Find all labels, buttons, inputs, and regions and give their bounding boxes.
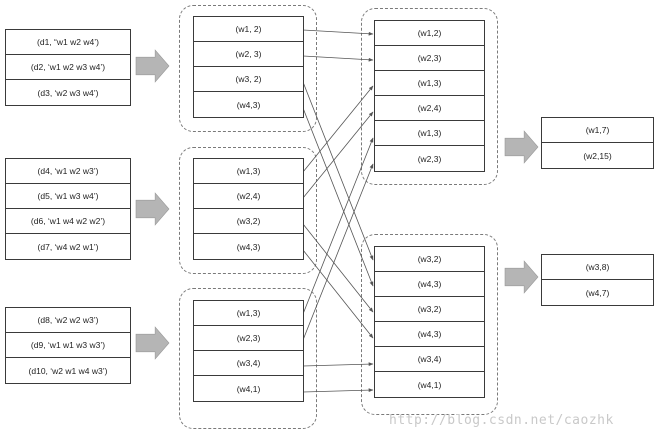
shuffled-pair: (w4,3) bbox=[375, 272, 484, 297]
map-pair: (w3,2) bbox=[194, 209, 303, 234]
shuffled-pair: (w2,3) bbox=[375, 46, 484, 71]
map-group-3-outline bbox=[179, 288, 317, 429]
map-pair: (w2,3) bbox=[194, 326, 303, 351]
document-entry: (d8, ‘w2 w2 w3’) bbox=[6, 308, 130, 333]
shuffled-pair: (w3,2) bbox=[375, 247, 484, 272]
shuffled-pair: (w2,3) bbox=[417, 153, 442, 164]
map-step-arrow-1 bbox=[135, 49, 170, 83]
shuffled-pair: (w3,2) bbox=[375, 297, 484, 322]
shuffled-pair: (w2,4) bbox=[375, 96, 484, 121]
shuffle-connector bbox=[302, 107, 374, 287]
map-pair: (w1,3) bbox=[194, 301, 303, 326]
reduce-step-arrow-lower bbox=[504, 260, 539, 294]
map-pair: (w4,3) bbox=[236, 241, 261, 252]
document-group-1: (d1, “w1 w2 w4’) (d2, ‘w1 w2 w3 w4’) (d3… bbox=[5, 29, 131, 106]
reduce-output-lower: (w3,8) (w4,7) bbox=[541, 254, 654, 306]
reduced-pair: (w1,7) bbox=[542, 118, 653, 143]
shuffle-group-upper-outline bbox=[361, 8, 498, 185]
shuffle-connector bbox=[302, 223, 374, 313]
map-output-group-1: (w1, 2) (w2, 3) (w3, 2) (w4,3) bbox=[193, 16, 304, 118]
map-pair: (w4,3) bbox=[236, 99, 261, 110]
document-entry: (d9, ‘w1 w1 w3 w3’) bbox=[6, 333, 130, 358]
map-group-2-outline bbox=[179, 147, 317, 274]
reduced-pair: (w4,7) bbox=[585, 287, 610, 298]
map-output-group-2: (w1,3) (w2,4) (w3,2) (w4,3) bbox=[193, 158, 304, 260]
map-output-group-3: (w1,3) (w2,3) (w3,4) (w4,1) bbox=[193, 300, 304, 402]
shuffled-pair: (w4,3) bbox=[375, 322, 484, 347]
document-entry: (d10, ‘w2 w1 w4 w3’) bbox=[28, 365, 108, 376]
shuffle-connector bbox=[302, 163, 374, 341]
shuffle-group-lower: (w3,2) (w4,3) (w3,2) (w4,3) (w3,4) (w4,1… bbox=[374, 246, 485, 398]
map-pair: (w3,4) bbox=[194, 351, 303, 376]
document-entry: (d7, ‘w4 w2 w1’) bbox=[37, 241, 99, 252]
watermark: http://blog.csdn.net/caozhk bbox=[389, 413, 614, 428]
document-entry: (d4, ‘w1 w2 w3’) bbox=[6, 159, 130, 184]
shuffle-connector bbox=[302, 85, 374, 173]
shuffle-group-upper: (w1,2) (w2,3) (w1,3) (w2,4) (w1,3) (w2,3… bbox=[374, 20, 485, 172]
reduce-output-upper: (w1,7) (w2,15) bbox=[541, 117, 654, 169]
shuffle-connector bbox=[302, 249, 374, 339]
shuffled-pair: (w1,3) bbox=[375, 121, 484, 146]
map-pair: (w2,4) bbox=[194, 184, 303, 209]
document-entry: (d2, ‘w1 w2 w3 w4’) bbox=[6, 55, 130, 80]
shuffled-pair: (w1,3) bbox=[375, 71, 484, 96]
document-group-3: (d8, ‘w2 w2 w3’) (d9, ‘w1 w1 w3 w3’) (d1… bbox=[5, 307, 131, 384]
shuffle-connector bbox=[302, 111, 374, 199]
map-pair: (w1,3) bbox=[194, 159, 303, 184]
document-entry: (d1, “w1 w2 w4’) bbox=[6, 30, 130, 55]
map-group-1-outline bbox=[179, 5, 317, 132]
shuffle-connector bbox=[302, 388, 374, 393]
shuffle-connector bbox=[302, 137, 374, 315]
map-pair: (w2, 3) bbox=[194, 42, 303, 67]
document-entry: (d3, ‘w2 w3 w4’) bbox=[37, 87, 99, 98]
shuffled-pair: (w1,2) bbox=[375, 21, 484, 46]
map-pair: (w4,1) bbox=[236, 383, 261, 394]
shuffled-pair: (w4,1) bbox=[417, 379, 442, 390]
shuffle-connector bbox=[302, 55, 374, 62]
map-pair: (w1, 2) bbox=[194, 17, 303, 42]
document-group-2: (d4, ‘w1 w2 w3’) (d5, ‘w1 w3 w4’) (d6, ‘… bbox=[5, 158, 131, 260]
shuffle-connector bbox=[302, 81, 374, 261]
document-entry: (d6, ‘w1 w4 w2 w2’) bbox=[6, 209, 130, 234]
shuffle-connector bbox=[302, 362, 374, 367]
reduced-pair: (w2,15) bbox=[583, 150, 612, 161]
map-step-arrow-3 bbox=[135, 326, 170, 360]
map-step-arrow-2 bbox=[135, 192, 170, 226]
map-pair: (w3, 2) bbox=[194, 67, 303, 92]
reduce-step-arrow-upper bbox=[504, 130, 539, 164]
shuffled-pair: (w3,4) bbox=[375, 347, 484, 372]
reduced-pair: (w3,8) bbox=[542, 255, 653, 280]
shuffle-connector bbox=[302, 29, 374, 36]
shuffle-group-lower-outline bbox=[361, 234, 498, 415]
document-entry: (d5, ‘w1 w3 w4’) bbox=[6, 184, 130, 209]
